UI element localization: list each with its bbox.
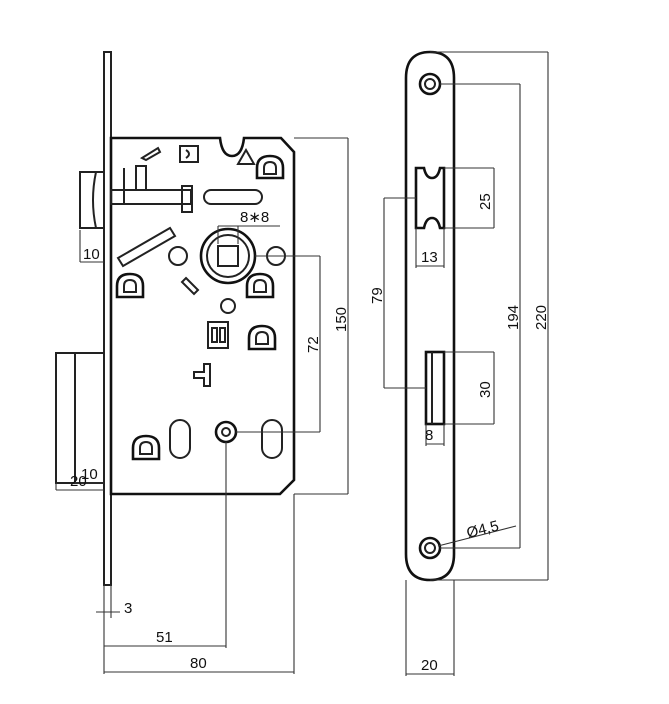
spindle-hub <box>199 227 257 285</box>
bolt-slot <box>424 350 446 426</box>
square-spindle-hole <box>217 245 239 267</box>
front-dimension-labels: 10 10 20 8∗8 72 150 3 51 80 <box>70 209 350 672</box>
dim-spindle-to-key: 72 <box>305 336 322 353</box>
side-dimension-labels: 25 13 79 30 8 194 220 Ø4,5 20 <box>369 193 550 674</box>
dim-case-height: 150 <box>333 307 350 332</box>
bottom-screw-hole <box>418 536 442 560</box>
dim-faceplate-length: 220 <box>533 305 550 330</box>
latch-bolt <box>79 165 193 229</box>
side-dimension-lines <box>383 51 549 676</box>
dim-case-width: 80 <box>190 655 207 672</box>
dim-square-spindle: 8∗8 <box>240 209 269 226</box>
side-view: 25 13 79 30 8 194 220 Ø4,5 20 <box>369 50 550 676</box>
front-dimension-lines <box>55 137 349 674</box>
dim-latch-slot-height: 25 <box>477 193 494 210</box>
dim-deadbolt-width: 20 <box>70 473 87 490</box>
side-faceplate <box>404 50 456 582</box>
latch-slot <box>414 166 446 230</box>
dim-bolt-slot-width: 8 <box>425 427 433 444</box>
internal-mechanism <box>116 145 286 459</box>
dim-faceplate-width: 20 <box>421 657 438 674</box>
dim-latch-depth: 10 <box>83 246 100 263</box>
top-screw-hole <box>418 72 442 96</box>
lock-case <box>109 136 296 496</box>
dim-bolt-slot-height: 30 <box>477 381 494 398</box>
dim-hole-diameter: Ø4,5 <box>465 518 501 542</box>
dead-bolt <box>55 352 105 484</box>
dim-latch-slot-width: 13 <box>421 249 438 266</box>
key-hole <box>214 420 238 444</box>
screw-bosses <box>115 154 285 461</box>
dim-latch-to-bolt: 79 <box>369 287 386 304</box>
front-view: 10 10 20 8∗8 72 150 3 51 80 <box>55 51 350 674</box>
dim-hole-spacing: 194 <box>505 305 522 330</box>
dim-faceplate-offset: 3 <box>124 600 132 617</box>
dim-backset: 51 <box>156 629 173 646</box>
dim-deadbolt-depth: 10 <box>81 466 98 483</box>
